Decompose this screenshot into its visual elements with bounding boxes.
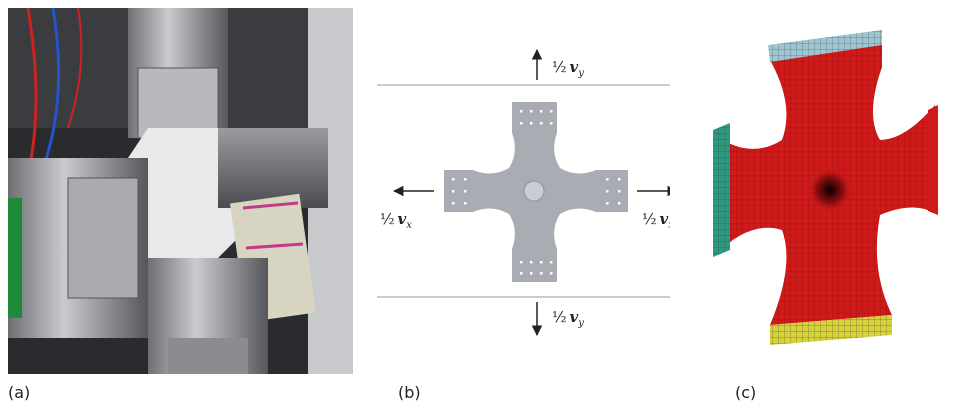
schematic-svg: ½vy ½vy ½vx ½vx — [377, 48, 702, 337]
caption-c: (c) — [735, 383, 757, 402]
mesh-center-refinement — [808, 168, 852, 212]
cruciform-specimen — [444, 102, 628, 282]
caption-a: (a) — [8, 383, 31, 402]
cruciform-schematic: ½vy ½vy ½vx ½vx — [372, 40, 708, 340]
mesh-grip-right — [928, 105, 938, 215]
caption-b: (b) — [398, 383, 421, 402]
test-rig-photo — [8, 8, 353, 374]
fe-mesh — [670, 25, 950, 355]
test-rig-illustration — [8, 8, 353, 374]
mesh-svg — [670, 25, 950, 355]
